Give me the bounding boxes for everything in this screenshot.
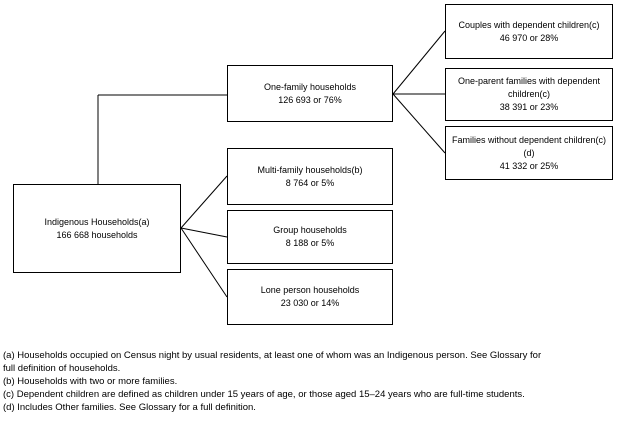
node-title: Group households [273, 225, 347, 235]
footnote-a-line2: full definition of households. [3, 363, 121, 374]
footnote-c: (c) Dependent children are defined as ch… [3, 389, 525, 400]
node-value: 38 391 or 23% [499, 102, 559, 112]
connector-onefamily-to-familieswithout [392, 93, 446, 154]
connector-root-to-multi-family [180, 175, 228, 229]
node-value: 46 970 or 28% [499, 32, 559, 43]
node-title: One-family households [263, 81, 357, 92]
connector-root-to-group [180, 227, 228, 238]
node-lone-person-households: Lone person households 23 030 or 14% [227, 269, 393, 325]
node-value: 23 030 or 14% [280, 298, 340, 308]
node-multi-family-households: Multi-family households(b) 8 764 or 5% [227, 148, 393, 205]
footnote-b: (b) Households with two or more families… [3, 376, 178, 387]
node-value: 41 332 or 25% [499, 160, 559, 171]
node-title: One-parent families with dependent child… [457, 76, 601, 99]
node-title: Indigenous Households(a) [44, 216, 150, 227]
footnote-a-line1: (a) Households occupied on Census night … [3, 350, 542, 361]
node-value: 8 764 or 5% [285, 177, 335, 188]
node-one-parent-families: One-parent families with dependent child… [445, 68, 613, 121]
node-value: 126 693 or 76% [278, 94, 342, 105]
node-title: Multi-family households(b) [257, 164, 363, 175]
node-couples-with-dependent-children: Couples with dependent children(c) 46 97… [445, 4, 613, 59]
connector-onefamily-to-couples [392, 30, 446, 95]
node-one-family-households: One-family households 126 693 or 76% [227, 65, 393, 122]
node-group-households: Group households 8 188 or 5% [227, 210, 393, 264]
node-title: Lone person households [260, 285, 360, 295]
node-families-without-dependent-children: Families without dependent children(c)(d… [445, 126, 613, 180]
node-indigenous-households: Indigenous Households(a) 166 668 househo… [13, 184, 181, 273]
footnotes: (a) Households occupied on Census night … [3, 349, 617, 414]
node-value: 166 668 households [56, 229, 138, 240]
footnote-d: (d) Includes Other families. See Glossar… [3, 402, 256, 413]
node-title: Couples with dependent children(c) [458, 19, 600, 30]
connector-root-to-lone-person [180, 227, 228, 298]
node-title: Families without dependent children(c)(d… [451, 134, 607, 158]
node-value: 8 188 or 5% [285, 238, 335, 248]
